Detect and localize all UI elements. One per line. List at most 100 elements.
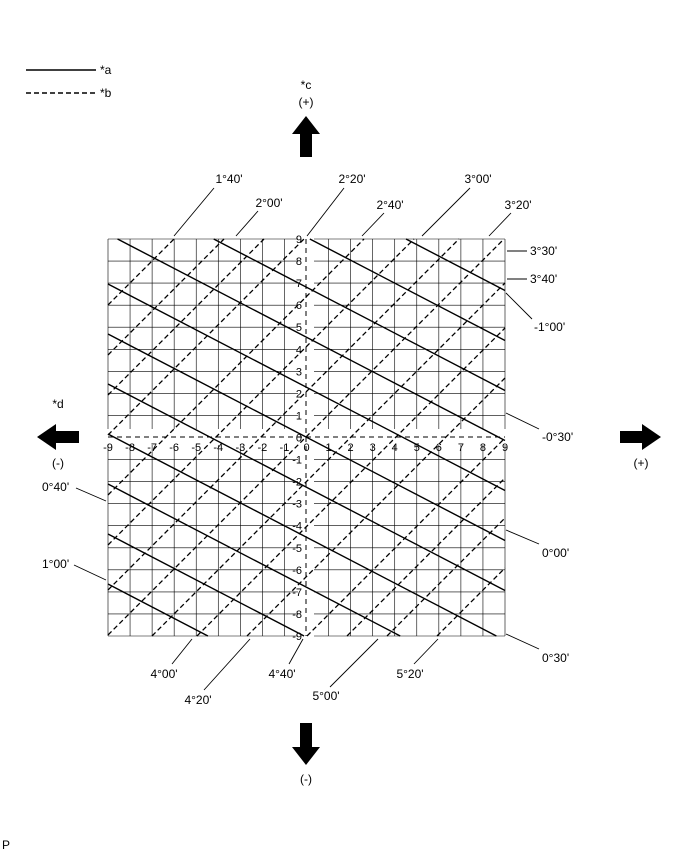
y-tick-label: 6 bbox=[296, 300, 302, 312]
dashed-angle-line bbox=[151, 282, 506, 637]
callout-2-20: 2°20' bbox=[338, 172, 365, 186]
callout-1-40: 1°40' bbox=[215, 172, 242, 186]
y-tick-label: 0 bbox=[296, 433, 302, 445]
x-tick-label: 4 bbox=[392, 442, 398, 454]
x-tick-label: 9 bbox=[502, 442, 508, 454]
x-tick-label: -3 bbox=[235, 442, 245, 454]
callout-3-00-leader bbox=[421, 187, 471, 237]
direction-right-sign: (+) bbox=[634, 456, 649, 470]
callout-0-40-leader bbox=[75, 487, 107, 502]
x-tick-label: 7 bbox=[458, 442, 464, 454]
x-tick-label: 1 bbox=[325, 442, 331, 454]
callout-2-40: 2°40' bbox=[376, 198, 403, 212]
dashed-angle-line bbox=[436, 567, 506, 637]
callouts-right: 3°30' 3°40' -1°00' -0°30' 0°00' 0°30' bbox=[505, 244, 573, 665]
dashed-angle-line bbox=[107, 238, 415, 546]
y-tick-label: -4 bbox=[292, 521, 302, 533]
callout-2-00-leader bbox=[235, 210, 259, 237]
legend-dashed-label: *b bbox=[100, 86, 112, 100]
callout-5-00-leader bbox=[329, 638, 379, 688]
direction-left-tag: *d bbox=[52, 397, 63, 411]
callout-minus-1-00: -1°00' bbox=[534, 320, 565, 334]
y-tick-label: 7 bbox=[296, 278, 302, 290]
solid-angle-line bbox=[107, 383, 506, 592]
y-tick-label: 1 bbox=[296, 410, 302, 422]
x-tick-label: -8 bbox=[125, 442, 135, 454]
direction-down: (-) bbox=[292, 723, 320, 786]
callout-3-20-leader bbox=[488, 212, 512, 237]
dashed-angle-line bbox=[107, 238, 505, 636]
callout-0-00: 0°00' bbox=[542, 546, 569, 560]
legend-solid-label: *a bbox=[100, 63, 112, 77]
dashed-angle-line bbox=[107, 238, 305, 436]
y-tick-label: -5 bbox=[292, 543, 302, 555]
y-tick-label: -7 bbox=[292, 587, 302, 599]
arrow-up-icon bbox=[292, 116, 320, 157]
callout-4-40: 4°40' bbox=[268, 667, 295, 681]
angle-lines bbox=[107, 238, 506, 637]
callout-minus-0-30: -0°30' bbox=[542, 430, 573, 444]
callout-4-00: 4°00' bbox=[150, 667, 177, 681]
dashed-angle-line bbox=[306, 437, 506, 637]
direction-up: *c (+) bbox=[292, 78, 320, 157]
arrow-right-icon bbox=[620, 424, 661, 450]
y-tick-label: 8 bbox=[296, 256, 302, 268]
callout-2-40-leader bbox=[361, 212, 385, 237]
solid-angle-line bbox=[117, 238, 506, 442]
y-tick-label: 5 bbox=[296, 322, 302, 334]
x-tick-label: -2 bbox=[257, 442, 267, 454]
x-tick-label: -9 bbox=[103, 442, 113, 454]
solid-angle-line bbox=[107, 583, 209, 637]
direction-left-sign: (-) bbox=[52, 456, 64, 470]
callout-4-40-leader bbox=[288, 638, 304, 665]
x-tick-label: 8 bbox=[480, 442, 486, 454]
x-tick-label: -7 bbox=[147, 442, 157, 454]
x-tick-label: 2 bbox=[348, 442, 354, 454]
callout-0-40: 0°40' bbox=[42, 480, 69, 494]
y-tick-label: -2 bbox=[292, 477, 302, 489]
direction-right: (+) bbox=[620, 424, 661, 470]
callouts-top: 1°40' 2°00' 2°20' 2°40' 3°00' 3°20' bbox=[173, 172, 532, 237]
dashed-angle-line bbox=[346, 477, 506, 637]
callout-minus-0-30-leader bbox=[505, 412, 540, 430]
y-tick-label: -8 bbox=[292, 609, 302, 621]
x-tick-label: -5 bbox=[191, 442, 201, 454]
direction-up-sign: (+) bbox=[299, 95, 314, 109]
callout-5-00: 5°00' bbox=[312, 689, 339, 703]
callout-0-00-leader bbox=[505, 529, 540, 545]
arrow-down-icon bbox=[292, 723, 320, 765]
callouts-bottom: 4°00' 4°20' 4°40' 5°00' 5°20' bbox=[150, 638, 439, 707]
solid-angle-line bbox=[405, 238, 506, 292]
callout-4-20-leader bbox=[203, 638, 251, 691]
callout-2-00: 2°00' bbox=[255, 196, 282, 210]
callout-0-30: 0°30' bbox=[542, 651, 569, 665]
solid-angle-line bbox=[107, 433, 497, 637]
dashed-angle-line bbox=[107, 238, 365, 496]
y-tick-label: -1 bbox=[292, 455, 302, 467]
arrow-left-icon bbox=[37, 424, 79, 450]
dashed-angle-line bbox=[246, 377, 506, 637]
y-tick-label: 2 bbox=[296, 388, 302, 400]
callout-3-00: 3°00' bbox=[464, 172, 491, 186]
y-tick-label: -9 bbox=[292, 631, 302, 643]
y-tick-label: 9 bbox=[296, 234, 302, 246]
solid-angle-line bbox=[107, 533, 305, 637]
footer-code: P bbox=[2, 838, 10, 852]
callout-3-20: 3°20' bbox=[504, 198, 531, 212]
callout-minus-1-00-leader bbox=[505, 292, 533, 320]
callout-3-30: 3°30' bbox=[530, 244, 557, 258]
callout-0-30-leader bbox=[505, 633, 540, 650]
dashed-angle-line bbox=[107, 238, 175, 306]
y-tick-label: 3 bbox=[296, 366, 302, 378]
callout-4-20: 4°20' bbox=[184, 693, 211, 707]
solid-angle-line bbox=[107, 483, 401, 637]
x-tick-label: 3 bbox=[370, 442, 376, 454]
x-tick-label: 5 bbox=[414, 442, 420, 454]
callout-5-20-leader bbox=[413, 638, 439, 665]
x-tick-label: 0 bbox=[303, 442, 309, 454]
x-tick-label: -6 bbox=[169, 442, 179, 454]
